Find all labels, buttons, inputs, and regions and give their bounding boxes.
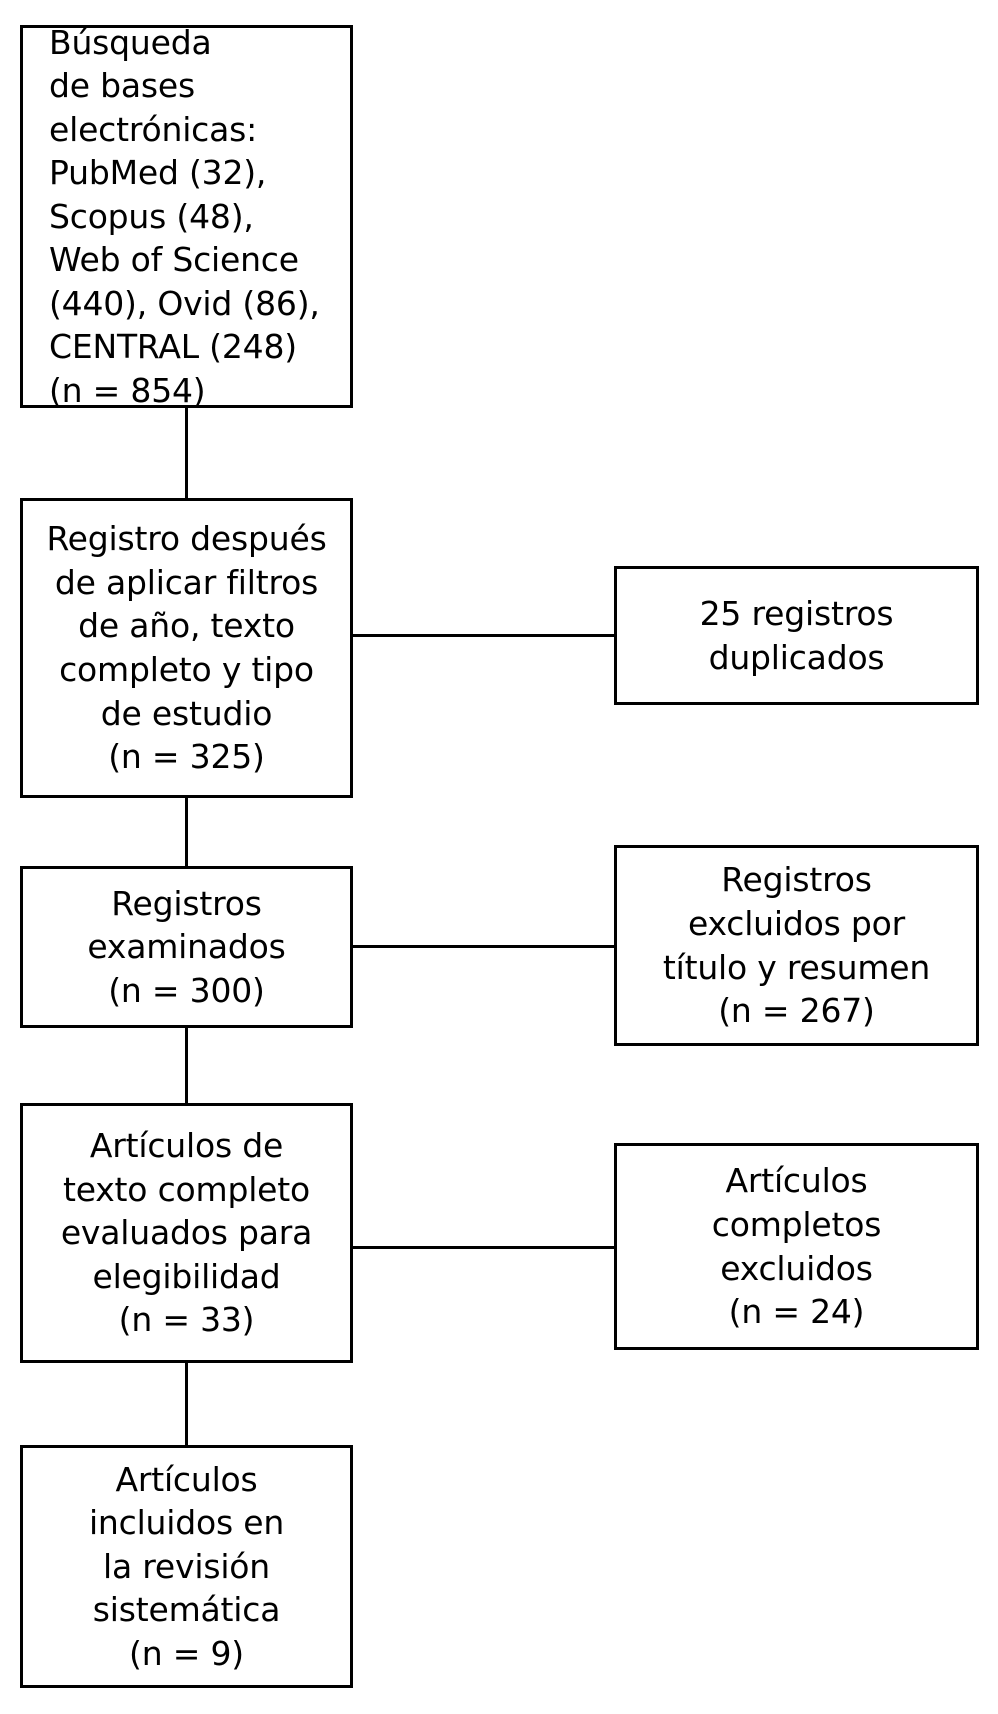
node-line: excluidos por [688, 903, 905, 943]
connector-filtered-to-screened [185, 798, 188, 866]
node-line: (n = 33) [118, 1300, 255, 1340]
node-line: (n = 267) [718, 991, 875, 1031]
node-line: (n = 300) [108, 970, 265, 1010]
node-registros-examinados: Registros examinados (n = 300) [20, 866, 353, 1028]
node-line: sistemática [92, 1590, 281, 1630]
node-line: completo y tipo [59, 650, 314, 689]
connector-eligibility-to-excluded-fulltext [353, 1246, 614, 1249]
node-line: de estudio [100, 693, 273, 733]
node-line: título y resumen [662, 947, 931, 987]
node-line: Registro después [46, 519, 327, 559]
node-registros-duplicados: 25 registros duplicados [614, 566, 979, 705]
node-line: Artículos [115, 1459, 258, 1499]
node-line: 25 registros [699, 593, 894, 633]
connector-eligibility-to-included [185, 1363, 188, 1445]
node-line: CENTRAL (248) [49, 327, 297, 367]
connector-search-to-filtered [185, 408, 188, 498]
node-line: completos [711, 1204, 882, 1244]
node-line: duplicados [708, 637, 885, 677]
node-line: elegibilidad [92, 1256, 281, 1296]
node-line: (n = 325) [108, 737, 265, 777]
node-line: Artículos de [89, 1126, 284, 1166]
connector-screened-to-excluded-title [353, 945, 614, 948]
node-line: Scopus (48), [49, 196, 254, 236]
node-line: Web of Science [49, 240, 299, 280]
node-articulos-evaluados-elegibilidad: Artículos de texto completo evaluados pa… [20, 1103, 353, 1363]
connector-filtered-to-duplicates [353, 634, 614, 637]
node-line: de bases [49, 66, 195, 106]
node-busqueda-bases-electronicas: Búsqueda de bases electrónicas: PubMed (… [20, 23, 353, 410]
node-registro-despues-filtros: Registro después de aplicar filtros de a… [20, 498, 353, 798]
node-registros-excluidos-titulo-resumen: Registros excluidos por título y resumen… [614, 845, 979, 1046]
node-line: PubMed (32), [49, 153, 267, 193]
node-line: Registros [721, 860, 872, 900]
node-line: excluidos [720, 1248, 873, 1288]
node-line: examinados [87, 927, 286, 967]
node-line: la revisión [103, 1546, 270, 1586]
node-line: de aplicar filtros [54, 562, 319, 602]
node-line: electrónicas: [49, 109, 258, 149]
node-line: evaluados para [60, 1213, 313, 1253]
node-line: (n = 24) [728, 1292, 865, 1332]
node-line: incluidos en [88, 1503, 285, 1543]
node-line: (440), Ovid (86), [49, 283, 320, 323]
node-line: (n = 9) [129, 1633, 244, 1673]
node-line: Registros [111, 883, 262, 923]
node-articulos-incluidos-revision: Artículos incluidos en la revisión siste… [20, 1445, 353, 1688]
node-articulos-completos-excluidos: Artículos completos excluidos (n = 24) [614, 1143, 979, 1350]
node-line: Artículos [725, 1161, 868, 1201]
node-line: (n = 854) [49, 370, 206, 410]
node-line: Búsqueda [49, 22, 212, 62]
node-line: de año, texto [78, 606, 295, 646]
connector-screened-to-eligibility [185, 1028, 188, 1103]
node-line: texto completo [62, 1169, 311, 1209]
